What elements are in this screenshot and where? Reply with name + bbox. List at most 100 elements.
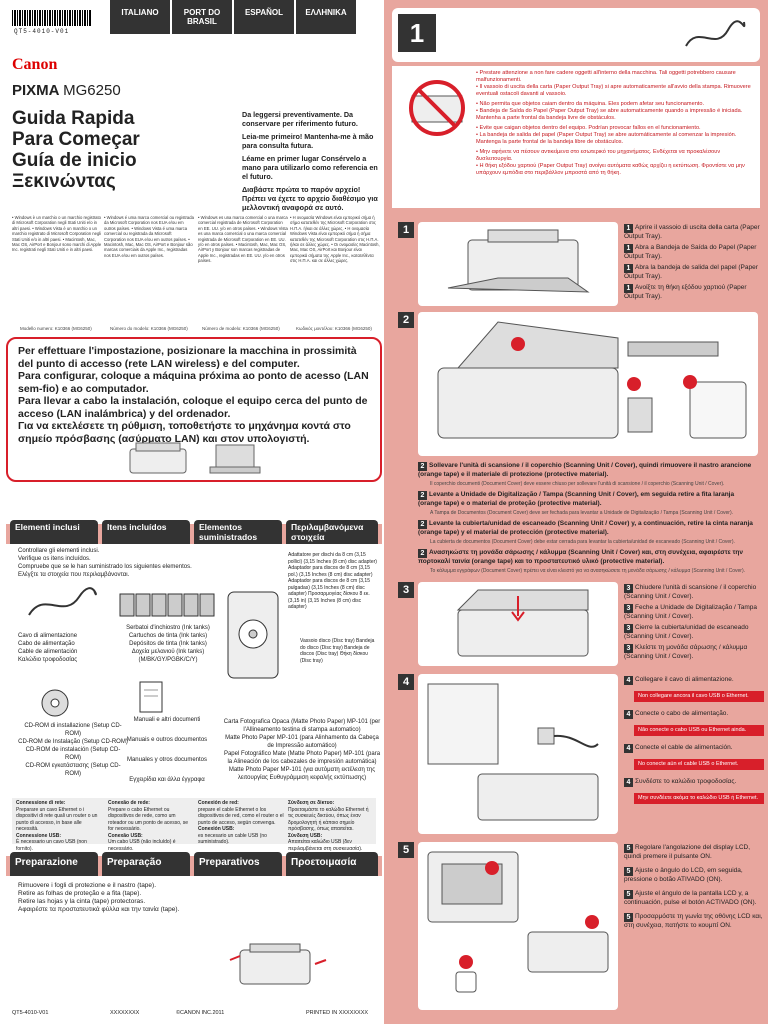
step-5-sub-2: 5: [624, 867, 633, 876]
usb-title-pt: Conexão USB:: [108, 832, 143, 839]
step-3-es: Cierre la cubierta/unidad de escaneado (…: [624, 624, 749, 640]
cdrom-label-es: CD-ROM de instalación (Setup CD-ROM): [25, 747, 121, 761]
keep-note-it: Da leggersi preventivamente. Da conserva…: [242, 110, 358, 128]
product-line: PIXMA: [12, 82, 59, 99]
step-5-illustration: [418, 842, 618, 1010]
connection-text-el: Προετοιμάστε το καλώδιο Ethernet ή τις σ…: [288, 806, 369, 833]
step-3-sub-2: 3: [624, 604, 633, 613]
connection-title-el: Σύνδεση σε δίκτυο:: [288, 800, 335, 806]
step-4-pt: Conecte o cabo de alimentação.: [635, 710, 729, 717]
close-scanner-illustration: [456, 589, 589, 657]
step-5-pt: Ajuste o ângulo do LCD, em seguida, pres…: [624, 867, 743, 883]
step-4-pt-note: Não conecte o cabo USB ou Ethernet ainda…: [634, 725, 764, 736]
step-3-el: Κλείστε τη μονάδα σάρωσης / κάλυμμα (Sca…: [624, 644, 748, 660]
step-2-illustration: [418, 312, 758, 456]
tab-preparazione: Preparazione: [10, 852, 98, 876]
power-cord-label-el: Καλώδιο τροφοδοσίας: [18, 657, 78, 663]
step-4-it-note: Non collegare ancora il cavo USB o Ether…: [634, 691, 764, 702]
keep-note-el: Διαβάστε πρώτα το παρόν αρχείο! Πρέπει ν…: [242, 185, 378, 212]
power-cord-label-es: Cable de alimentación: [18, 649, 78, 655]
step-3-sub-4: 3: [624, 644, 633, 653]
contents-intro-pt: Verifique os itens incluídos.: [18, 556, 91, 562]
right-column: 1 • Prestare attenzione a non fare cader…: [384, 0, 768, 1024]
step-3-sub-1: 3: [624, 584, 633, 593]
tab-itens-incluidos: Itens incluídos: [102, 520, 190, 544]
tab-elementos-suministrados: Elementos suministrados: [194, 520, 282, 544]
ink-tanks-icon: [119, 593, 215, 617]
prep-text-it: Rimuovere i fogli di protezione e il nas…: [18, 882, 157, 889]
step-4-it: Collegare il cavo di alimentazione.: [635, 676, 734, 683]
preparation-section-bar: Preparazione Preparação Preparativos Προ…: [6, 852, 382, 876]
step-2-sub-2: 2: [418, 491, 427, 500]
contents-intro-es: Compruebe que se le han suministrado los…: [18, 564, 192, 570]
usb-text-it: È necessario un cavo USB (non fornito).: [16, 839, 87, 852]
warning-es: Para llevar a cabo la instalación, coloq…: [18, 395, 368, 420]
caution-line-7: • Μην αφήνετε να πέσουν αντικείμενα στο …: [476, 149, 721, 162]
step-2-es-note: La cubierta de documentos (Document Cove…: [430, 539, 735, 545]
step-2-pt-note: A Tampa de Documentos (Document Cover) d…: [430, 510, 734, 516]
step-1-el: Ανοίξτε τη θήκη εξόδου χαρτιού (Paper Ou…: [624, 284, 747, 300]
step-5-it: Regolare l'angolazione del display LCD, …: [624, 844, 751, 860]
power-on-illustration: [427, 851, 609, 993]
open-paper-tray-illustration: [447, 229, 590, 293]
cd-rom-label: CD-ROM di installazione (Setup CD-ROM) C…: [18, 722, 128, 778]
step-5-el: Προσαρμόστε τη γωνία της οθόνης LCD και,…: [624, 913, 763, 929]
step-4-text: 4 Collegare il cavo di alimentazione. Non…: [624, 676, 764, 804]
caution-line-2: • Il vassoio di uscita della carta (Pape…: [476, 84, 751, 97]
caution-line-1: • Prestare attenzione a non fare cadere …: [476, 70, 736, 83]
footer-x: XXXXXXXX: [110, 1010, 140, 1016]
step-5-sub-1: 5: [624, 844, 633, 853]
remove-tape-illustration: [229, 943, 327, 985]
connection-pt: Conexão de rede: Prepare o cabo Ethernet…: [108, 800, 194, 852]
model-number-es: Número de modelo: K10366 (MG6250): [202, 326, 280, 331]
contents-intro: Controllare gli elementi inclusi. Verifi…: [18, 547, 218, 579]
cd-rom-icon: [41, 689, 69, 717]
contents-intro-it: Controllare gli elementi inclusi.: [18, 548, 100, 554]
tab-elementi-inclusi: Elementi inclusi: [10, 520, 98, 544]
manuals-icon: [139, 681, 163, 713]
step-1-number: 1: [398, 222, 414, 238]
step-4-sub-2: 4: [624, 710, 633, 719]
legal-es: • Windows es una marca comercial o una m…: [198, 215, 288, 264]
step-3-illustration: [418, 582, 618, 666]
warning-el: Για να εκτελέσετε τη ρύθμιση, τοποθετήστ…: [18, 420, 351, 445]
legal-it: • Windows è un marchio o un marchio regi…: [12, 215, 102, 253]
step-4-el: Συνδέστε το καλώδιο τροφοδοσίας.: [635, 778, 737, 785]
ink-label-es: Depósitos de tinta (Ink tanks): [129, 641, 207, 647]
keep-note: Da leggersi preventivamente. Da conserva…: [242, 110, 382, 216]
connect-power-cord-illustration: [427, 683, 599, 821]
product-model: MG6250: [63, 82, 121, 99]
step-5-sub-4: 5: [624, 913, 633, 922]
warning-it: Per effettuare l'impostazione, posiziona…: [18, 345, 357, 370]
power-cord-label-pt: Cabo de alimentação: [18, 641, 75, 647]
step-1-sub-3: 1: [624, 264, 633, 273]
caution-line-5: • Evite que caigan objetos dentro del eq…: [476, 125, 701, 131]
step-header-card: 1: [392, 8, 760, 62]
step-3-it: Chiudere l'unità di scansione / il coper…: [624, 584, 757, 600]
model-number-pt: Número do modelo: K10366 (MG6250): [110, 326, 188, 331]
legal-pt: • Windows é uma marca comercial ou regis…: [104, 215, 194, 258]
remove-tape-illustration: [437, 321, 747, 439]
keep-note-pt: Leia-me primeiro! Mantenha-me à mão para…: [242, 132, 374, 150]
step-4-es: Conecte el cable de alimentación.: [635, 744, 733, 751]
ink-tanks-label: Serbatoi d'inchiostro (Ink tanks) Cartuc…: [118, 624, 218, 664]
ink-label-pt: Cartuchos de tinta (Ink tanks): [128, 633, 208, 639]
step-4-el-note: Μην συνδέετε ακόμα το καλώδιο USB ή Ethe…: [634, 793, 764, 804]
cdrom-label-it: CD-ROM di installazione (Setup CD-ROM): [24, 723, 122, 737]
manuals-label: Manuali e altri documenti Manuais e outr…: [112, 716, 222, 784]
step-3-number: 3: [398, 582, 414, 598]
step-1-illustration: [418, 222, 618, 306]
connection-requirements: Connessione di rete: Preparare un cavo E…: [12, 798, 376, 852]
ink-label-colors: (M/BK/GY/PGBK/C/Y): [138, 657, 198, 663]
ink-label-it: Serbatoi d'inchiostro (Ink tanks): [126, 625, 210, 631]
usb-title-es: Conexión USB:: [198, 826, 235, 832]
no-objects-prohibition-icon: [409, 80, 465, 136]
title-el: Ξεκινώντας: [12, 171, 116, 192]
manuals-label-el: Εγχειρίδια και άλλα έγγραφα: [129, 777, 205, 783]
prep-text-pt: Retire as folhas de proteção e a fita (t…: [18, 890, 142, 897]
product-name: PIXMA MG6250: [12, 82, 121, 99]
prep-text-es: Retire las hojas y la cinta (tape) prote…: [18, 898, 146, 905]
